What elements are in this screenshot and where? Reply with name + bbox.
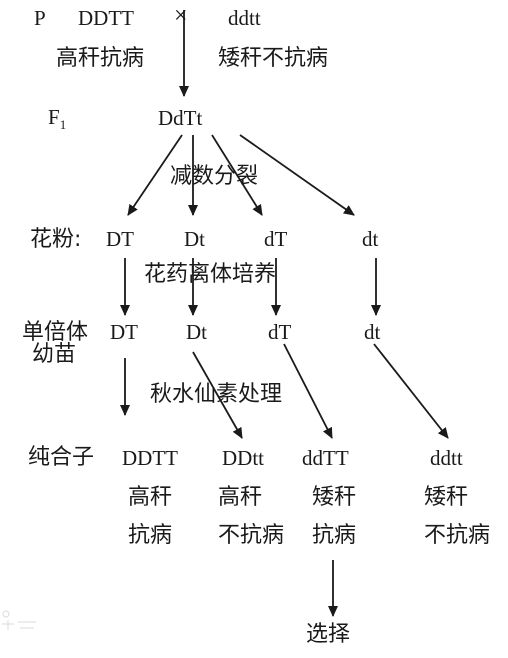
f1-genotype: DdTt <box>158 106 203 130</box>
arrow-f1-to-pollen-dt <box>239 134 355 216</box>
watermark-logo <box>2 610 36 630</box>
haploid-label-line2: 幼苗 <box>32 342 77 367</box>
homozygote-genotype-DDtt: DDtt <box>222 446 264 470</box>
pollen-type-dT: dT <box>264 227 288 251</box>
haploid-type-DT: DT <box>110 320 138 344</box>
trait-height-1: 高秆 <box>128 485 173 510</box>
haploid-type-Dt: Dt <box>186 320 207 344</box>
trait-resistance-4: 不抗病 <box>424 523 491 548</box>
pollen-type-dt: dt <box>362 227 379 251</box>
cross-symbol: × <box>174 3 188 29</box>
homozygote-label: 纯合子 <box>28 445 95 470</box>
p-generation-label: P <box>34 6 46 30</box>
f1-label-letter: F <box>48 105 60 129</box>
trait-resistance-1: 抗病 <box>128 523 173 548</box>
trait-resistance-2: 不抗病 <box>218 523 285 548</box>
arrow-f1-to-pollen-DT <box>127 134 183 216</box>
trait-height-3: 矮秆 <box>312 485 357 510</box>
haploid-type-dt: dt <box>364 320 381 344</box>
trait-height-4: 矮秆 <box>424 485 469 510</box>
arrow-haploid-to-homozygote-4 <box>373 343 449 439</box>
trait-height-2: 高秆 <box>218 485 263 510</box>
arrow-haploid-to-homozygote-2 <box>192 351 243 439</box>
parent-genotype-1: DDTT <box>78 6 134 30</box>
haploid-label-line1: 单倍体 <box>22 320 89 345</box>
parent-phenotype-1: 高秆抗病 <box>56 46 145 71</box>
f1-label-subscript: 1 <box>59 117 67 133</box>
pollen-type-Dt: Dt <box>184 227 205 251</box>
pollen-label: 花粉: <box>30 227 82 252</box>
trait-resistance-3: 抗病 <box>312 523 357 548</box>
homozygote-genotype-ddTT: ddTT <box>302 446 349 470</box>
arrow-haploid-to-homozygote-3 <box>283 343 333 439</box>
homozygote-genotype-DDTT: DDTT <box>122 446 178 470</box>
step-anther-culture: 花药离体培养 <box>144 262 277 287</box>
parent-phenotype-2: 矮秆不抗病 <box>218 46 329 71</box>
step-colchicine: 秋水仙素处理 <box>150 382 283 407</box>
pollen-type-DT: DT <box>106 227 134 251</box>
f1-generation-label: F1 <box>48 105 67 133</box>
step-selection: 选择 <box>306 622 351 647</box>
parent-genotype-2: ddtt <box>228 6 261 30</box>
arrow-f1-to-pollen-dT <box>211 134 263 216</box>
haploid-type-dT: dT <box>268 320 292 344</box>
step-meiosis: 减数分裂 <box>170 164 259 189</box>
homozygote-genotype-ddtt: ddtt <box>430 446 463 470</box>
